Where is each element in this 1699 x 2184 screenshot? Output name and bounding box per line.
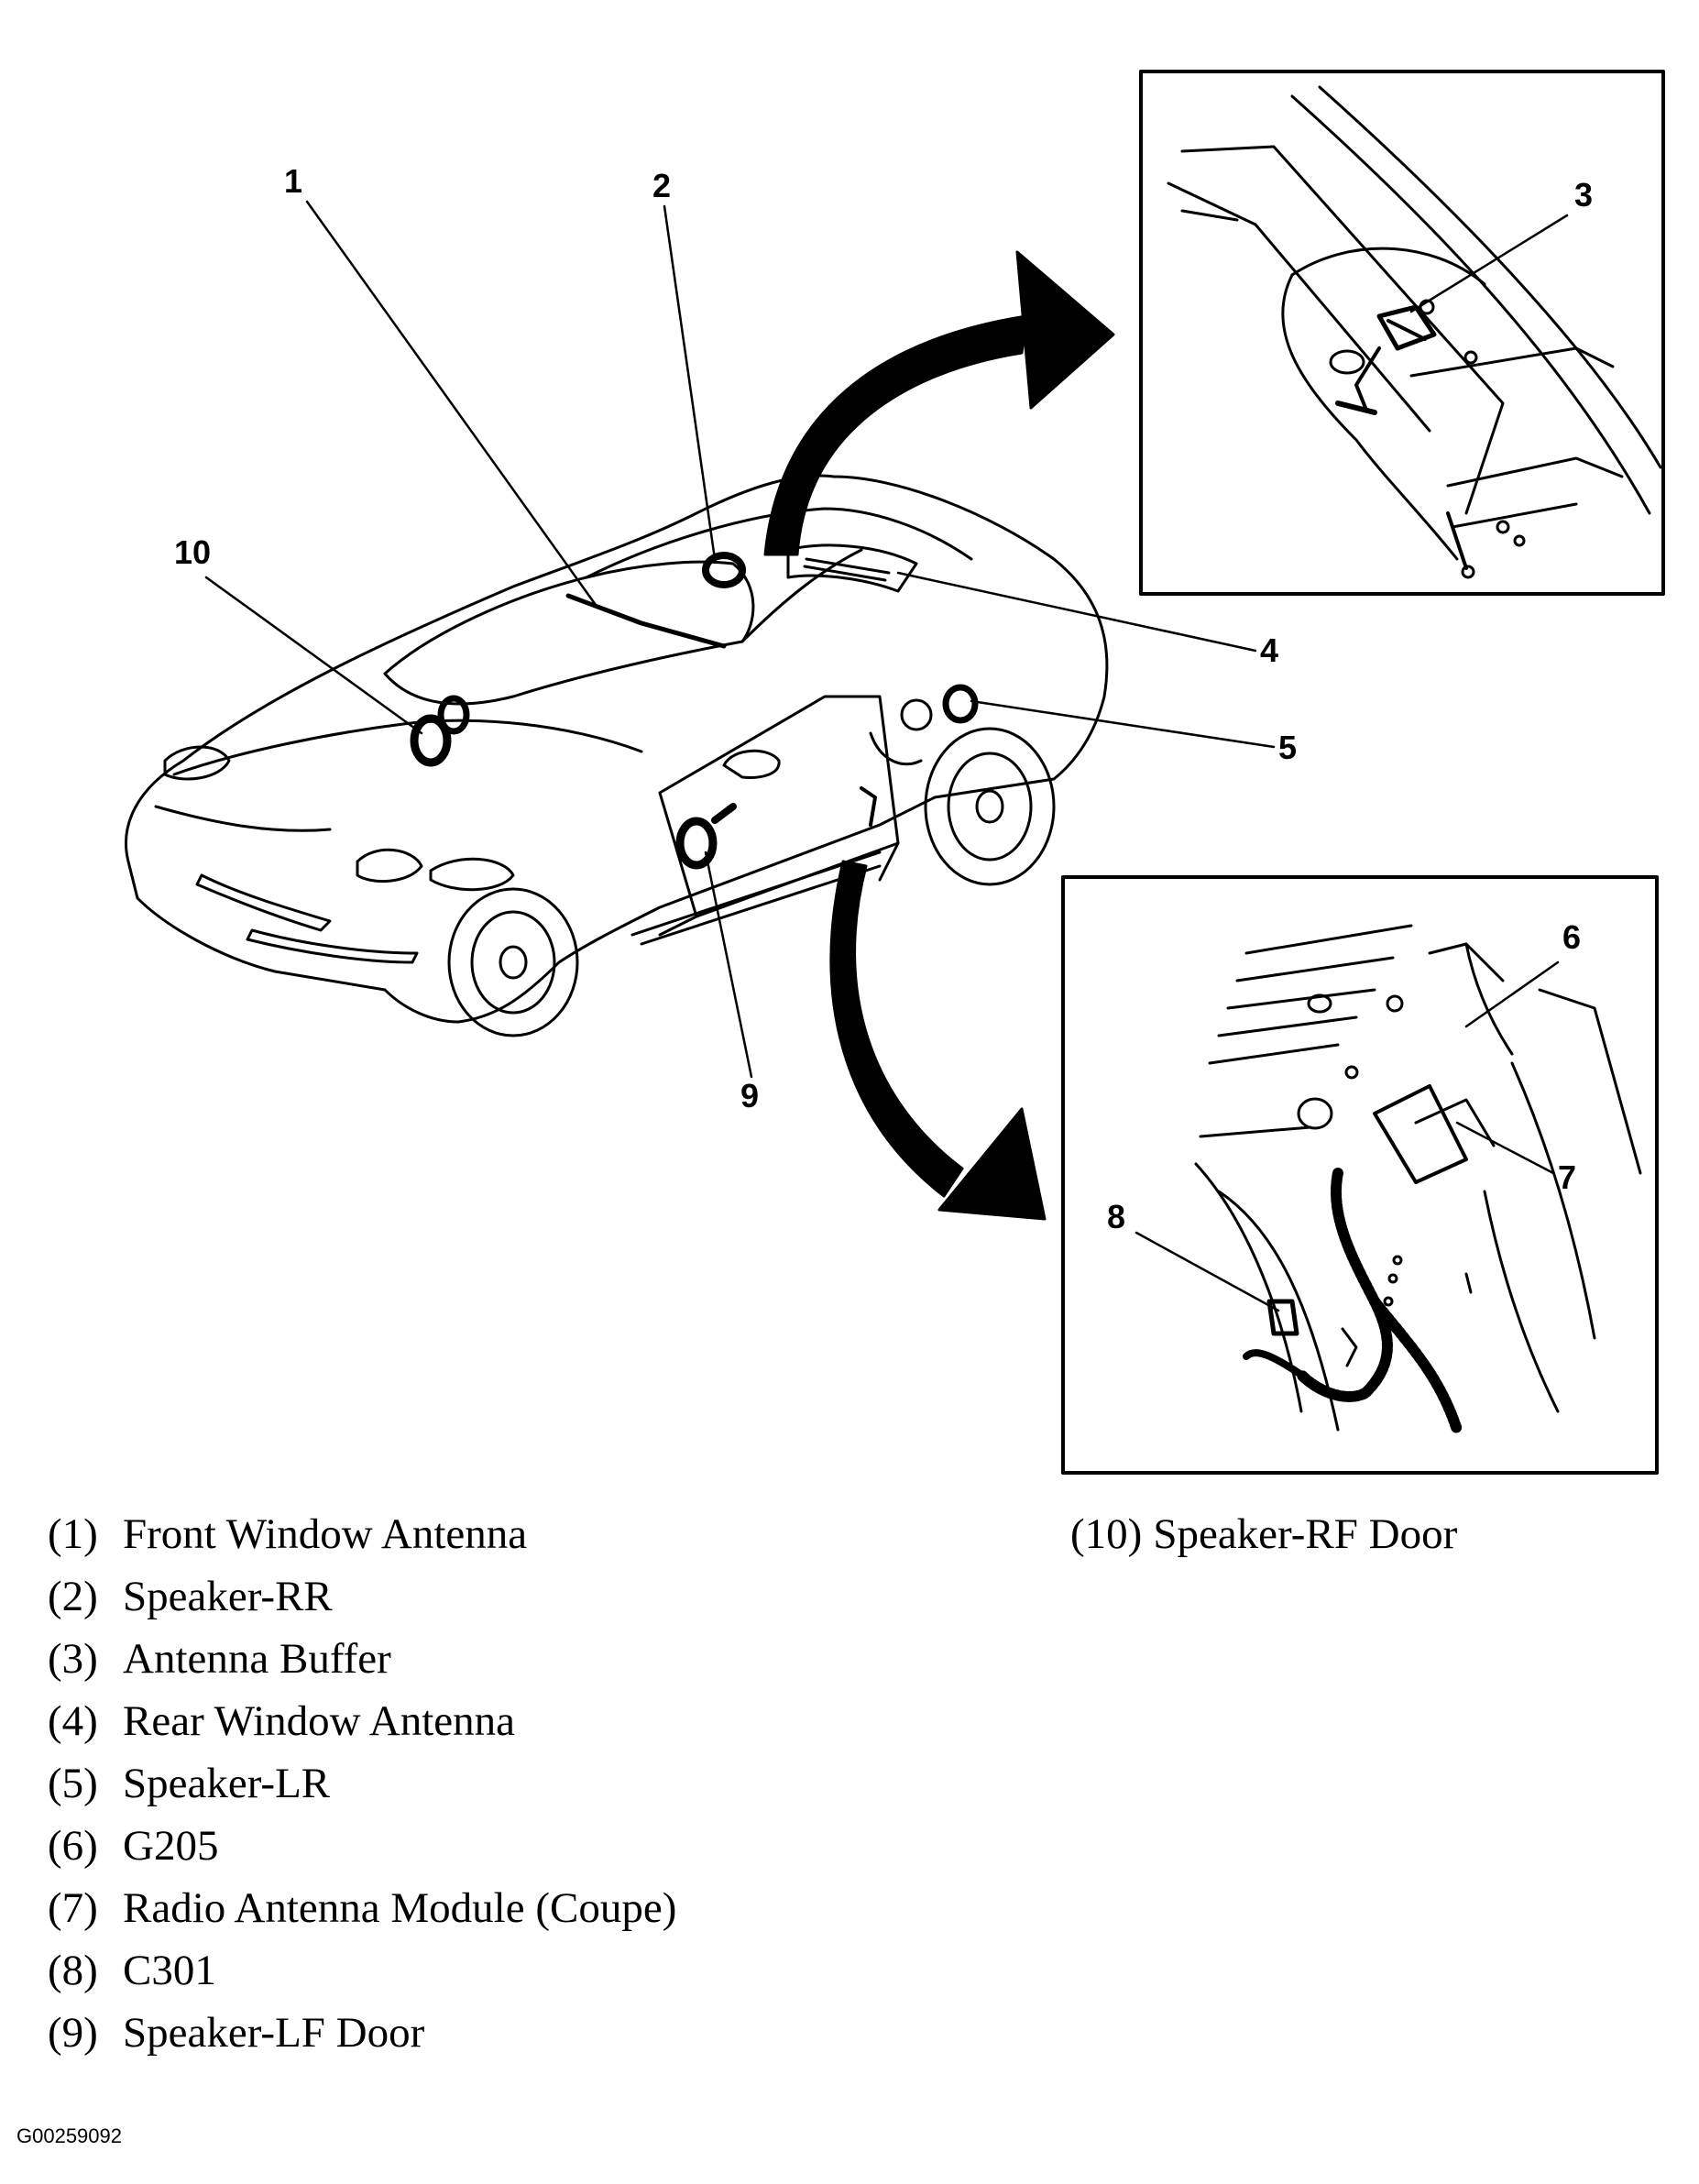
callout-2: 2 [652, 167, 671, 204]
detail-box-antenna-buffer [1139, 70, 1665, 596]
detail-antenna-buffer-drawing [1167, 85, 1662, 579]
legend-item-label: Front Window Antenna [123, 1510, 528, 1558]
detail-antenna-module-drawing [1194, 924, 1642, 1435]
detail-box-antenna-module [1061, 875, 1659, 1475]
legend-item: (3) Antenna Buffer [48, 1628, 676, 1690]
legend-item: (8) C301 [48, 1939, 676, 2002]
legend-item-number: (4) [48, 1697, 98, 1745]
arrow-to-bottom-detail [829, 860, 1047, 1221]
callout-9: 9 [740, 1077, 759, 1114]
legend-item-label: C301 [123, 1947, 216, 1994]
legend-left: (1) Front Window Antenna (2) Speaker-RR (3) A… [48, 1503, 676, 2064]
legend-item-number: (3) [48, 1635, 98, 1683]
leader-5 [970, 699, 1276, 749]
legend-item: (5) Speaker-LR [48, 1752, 676, 1815]
figure-code: G00259092 [16, 2124, 122, 2147]
callout-7: 7 [1558, 1158, 1576, 1196]
legend-item-number: (1) [48, 1510, 98, 1558]
component-location-diagram: 1 2 3 4 5 6 7 8 9 10 [125, 70, 1665, 1475]
legend-item: (7) Radio Antenna Module (Coupe) [48, 1877, 676, 1939]
legend-item-number: (8) [48, 1947, 98, 1994]
leader-6 [1464, 960, 1560, 1028]
legend-item-number: (9) [48, 2009, 98, 2057]
leader-9 [704, 851, 753, 1079]
legend-item-label: Speaker-LR [123, 1760, 331, 1807]
legend-item: (9) Speaker-LF Door [48, 2002, 676, 2064]
leader-2 [663, 204, 717, 561]
legend-item-label: Antenna Buffer [123, 1635, 391, 1683]
legend-item: (10)Speaker-RF Door [1070, 1503, 1457, 1565]
car-illustration [125, 474, 1109, 1037]
callout-8: 8 [1107, 1198, 1125, 1235]
leader-10 [204, 576, 423, 735]
callout-4: 4 [1260, 631, 1278, 669]
arrow-to-top-detail [763, 250, 1115, 556]
leader-4 [896, 571, 1257, 653]
legend-right: (10)Speaker-RF Door [1070, 1503, 1457, 1565]
callout-5: 5 [1278, 729, 1297, 766]
callout-3: 3 [1574, 176, 1593, 214]
legend-item: (6) G205 [48, 1815, 676, 1877]
leader-3 [1409, 214, 1569, 313]
legend-item-number: (5) [48, 1760, 98, 1807]
legend-item-number: (6) [48, 1822, 98, 1870]
legend-item-label: Rear Window Antenna [123, 1697, 515, 1745]
legend-item-label: Speaker-LF Door [123, 2009, 425, 2057]
legend-item-label: Radio Antenna Module (Coupe) [123, 1884, 677, 1932]
legend-item-label: Speaker-RR [123, 1573, 333, 1620]
legend-item-number: (7) [48, 1884, 98, 1932]
legend-item: (1) Front Window Antenna [48, 1503, 676, 1565]
callout-10: 10 [174, 533, 211, 571]
leader-1 [305, 200, 597, 607]
legend-item-label: G205 [123, 1822, 219, 1870]
callout-6: 6 [1562, 918, 1581, 956]
leader-8 [1134, 1231, 1280, 1312]
legend-item-label: Speaker-RF Door [1153, 1510, 1458, 1558]
legend-item-number: (10) [1070, 1510, 1143, 1558]
legend-item: (2) Speaker-RR [48, 1565, 676, 1628]
leader-7 [1455, 1121, 1555, 1175]
callout-1: 1 [284, 162, 302, 200]
legend-item-number: (2) [48, 1573, 98, 1620]
legend-item: (4) Rear Window Antenna [48, 1690, 676, 1752]
leader-lines [204, 200, 1569, 1312]
